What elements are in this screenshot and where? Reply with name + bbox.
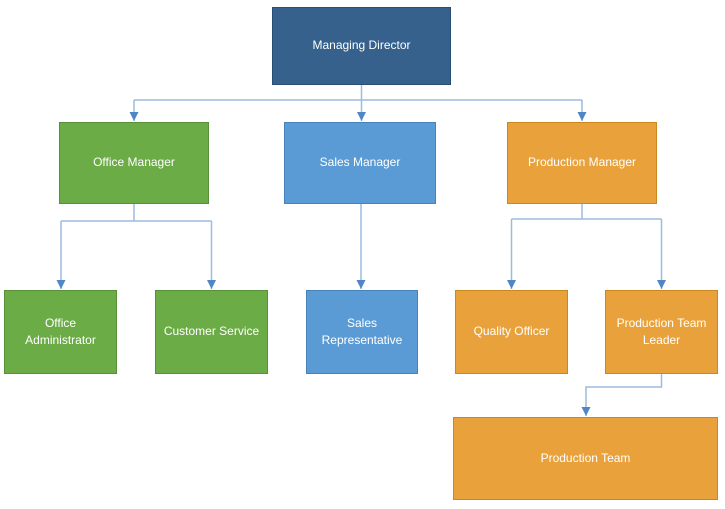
node-office-administrator[interactable]: Office Administrator [4,290,117,374]
node-label: Production Manager [527,155,637,170]
edges-production-manager [507,204,666,289]
node-label: Office Manager [93,155,175,170]
node-production-team[interactable]: Production Team [453,417,718,500]
node-label: Customer Service [163,324,260,339]
node-label: Sales Representative [321,315,403,347]
node-label: Managing Director [312,38,411,53]
edges-office-manager [56,204,216,289]
node-label: Sales Manager [319,155,401,170]
node-quality-officer[interactable]: Quality Officer [455,290,568,374]
node-label: Office Administrator [25,315,96,347]
node-production-team-leader[interactable]: Production Team Leader [605,290,718,374]
node-sales-manager[interactable]: Sales Manager [284,122,436,204]
edges-managing-director [129,85,587,121]
node-label: Quality Officer [473,324,550,339]
edges-production-team-leader [581,374,663,416]
node-office-manager[interactable]: Office Manager [59,122,209,204]
node-sales-representative[interactable]: Sales Representative [306,290,418,374]
node-production-manager[interactable]: Production Manager [507,122,657,204]
node-customer-service[interactable]: Customer Service [155,290,268,374]
node-label: Production Team Leader [616,315,707,347]
node-managing-director[interactable]: Managing Director [272,7,451,85]
node-label: Production Team [540,450,631,465]
